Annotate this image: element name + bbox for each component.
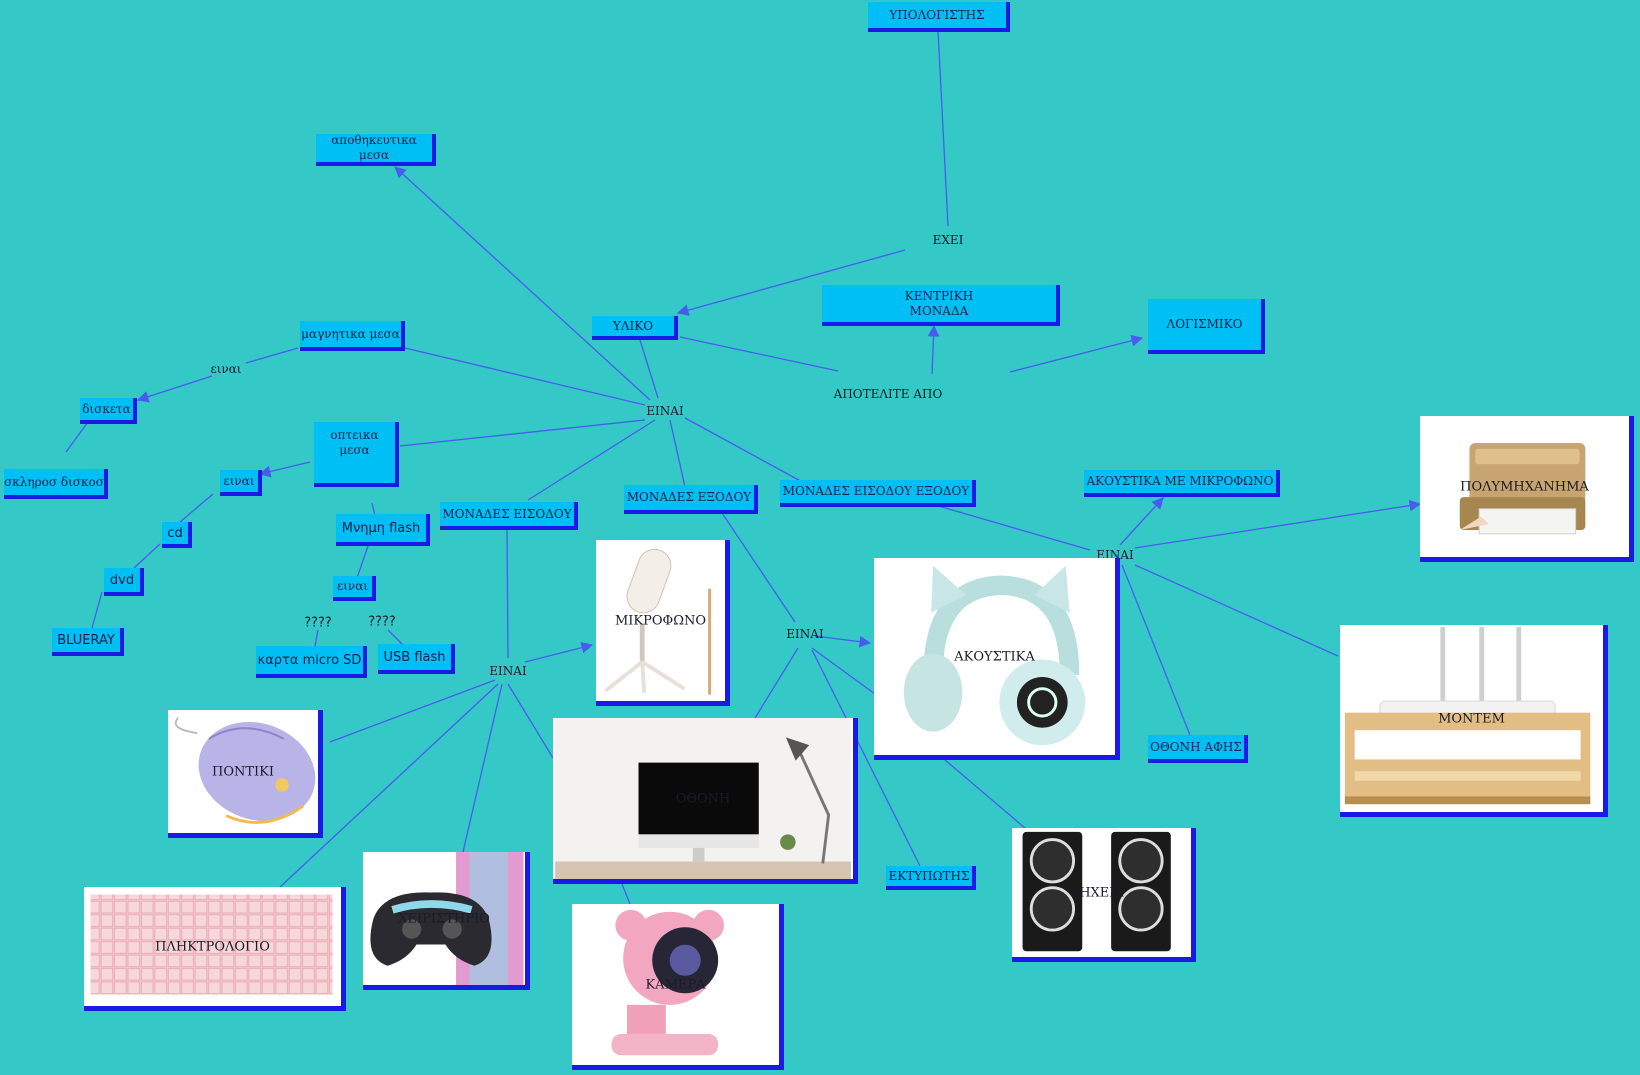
mouse-illustration: [174, 717, 316, 824]
image-caption: ΧΕΙΡΙΣΤΗΡΙΟ: [398, 911, 490, 926]
node-magnitika-mesa[interactable]: μαγνητικα μεσα: [300, 321, 405, 351]
link-einai-center: ΕΙΝΑΙ: [646, 404, 684, 418]
image-akoustika[interactable]: ΑΚΟΥΣΤΙΚΑ: [874, 558, 1120, 760]
node-dvd[interactable]: dvd: [104, 568, 144, 596]
node-optika-mesa[interactable]: οπτεικα μεσα: [314, 422, 399, 487]
node-label: ΜΟΝΑΔΕΣ ΕΙΣΟΔΟΥ ΕΞΟΔΟΥ: [782, 484, 970, 498]
image-caption: ΠΟΛΥΜΗΧΑΝΗΜΑ: [1460, 479, 1589, 494]
node-label: ΕΚΤΥΠΩΤΗΣ: [888, 868, 970, 883]
link-exei: ΕΧΕΙ: [932, 233, 964, 247]
node-label: Μνημη flash: [341, 520, 421, 536]
node-skliros-diskos[interactable]: σκληροσ δισκοσ: [4, 469, 108, 499]
node-label: σκληροσ δισκοσ: [4, 474, 104, 489]
webcam-illustration: [611, 909, 724, 1056]
node-ypologistis[interactable]: ΥΠΟΛΟΓΙΣΤΗΣ: [868, 2, 1010, 32]
headphones-illustration: [903, 565, 1086, 746]
node-label: δισκετα: [82, 401, 131, 416]
node-einai-flash[interactable]: ειναι: [333, 576, 376, 601]
node-label: ΚΕΝΤΡΙΚΗ ΜΟΝΑΔΑ: [904, 288, 974, 318]
node-label: ΜΟΝΑΔΕΣ ΕΙΣΟΔΟΥ: [442, 506, 572, 521]
image-mikrofono[interactable]: ΜΙΚΡΟΦΩΝΟ: [596, 540, 730, 706]
link-apotelite-apo: ΑΠΟΤΕΛΙΤΕ ΑΠΟ: [833, 387, 943, 401]
node-akoustika-me-mikrofono[interactable]: ΑΚΟΥΣΤΙΚΑ ΜΕ ΜΙΚΡΟΦΩΝΟ: [1084, 470, 1280, 497]
image-caption: ΗΧΕΙΑ: [1079, 885, 1124, 900]
image-ixeia[interactable]: ΗΧΕΙΑ: [1012, 828, 1196, 962]
link-einai-input: ΕΙΝΑΙ: [489, 664, 527, 678]
node-label: αποθηκευτικα μεσα: [331, 133, 417, 162]
node-usb-flash[interactable]: USB flash: [378, 644, 455, 674]
monitor-illustration: [555, 718, 851, 879]
image-pliktrologio[interactable]: ΠΛΗΚΤΡΟΛΟΓΙΟ: [84, 887, 346, 1011]
node-monades-exodou[interactable]: ΜΟΝΑΔΕΣ ΕΞΟΔΟΥ: [624, 485, 758, 514]
node-ektypotis[interactable]: ΕΚΤΥΠΩΤΗΣ: [886, 866, 976, 890]
node-othoni-afis[interactable]: ΟΘΟΝΗ ΑΦΗΣ: [1148, 735, 1248, 763]
node-disketa[interactable]: δισκετα: [80, 398, 137, 424]
node-logismiko[interactable]: ΛΟΓΙΣΜΙΚΟ: [1148, 299, 1265, 354]
image-kamera[interactable]: ΚΑΜΕΡΑ: [572, 904, 784, 1070]
node-apothikeftika-mesa[interactable]: αποθηκευτικα μεσα: [316, 133, 436, 166]
link-question-1: ????: [304, 615, 332, 631]
printer-illustration: [1459, 443, 1586, 535]
node-label: ΑΚΟΥΣΤΙΚΑ ΜΕ ΜΙΚΡΟΦΩΝΟ: [1086, 474, 1274, 488]
node-kentriki-monada[interactable]: ΚΕΝΤΡΙΚΗ ΜΟΝΑΔΑ: [822, 285, 1060, 326]
image-caption: ΑΚΟΥΣΤΙΚΑ: [954, 649, 1035, 664]
node-label: ειναι: [336, 579, 369, 593]
gamepad-illustration: [370, 852, 524, 985]
node-mnimi-flash[interactable]: Μνημη flash: [336, 514, 430, 546]
image-caption: ΟΘΟΝΗ: [675, 791, 731, 806]
image-caption: ΠΛΗΚΤΡΟΛΟΓΙΟ: [155, 939, 270, 954]
node-label: ΥΛΙΚΟ: [612, 318, 654, 333]
image-caption: ΜΙΚΡΟΦΩΝΟ: [614, 613, 707, 628]
image-caption: ΜΟΝΤΕΜ: [1438, 711, 1505, 726]
node-label: ΟΘΟΝΗ ΑΦΗΣ: [1150, 739, 1242, 754]
node-label: ΜΟΝΑΔΕΣ ΕΞΟΔΟΥ: [626, 490, 752, 504]
modem-illustration: [1344, 626, 1591, 805]
node-label: καρτα micro SD: [257, 652, 362, 668]
node-label: USB flash: [383, 649, 446, 665]
link-question-2: ????: [368, 614, 396, 630]
image-caption: ΠΟΝΤΙΚΙ: [211, 764, 275, 779]
node-label: ΛΟΓΙΣΜΙΚΟ: [1166, 317, 1243, 331]
node-label: dvd: [109, 572, 135, 588]
node-label: ΥΠΟΛΟΓΙΣΤΗΣ: [889, 7, 985, 22]
image-modem[interactable]: ΜΟΝΤΕΜ: [1340, 625, 1608, 817]
node-monades-eisodou-exodou[interactable]: ΜΟΝΑΔΕΣ ΕΙΣΟΔΟΥ ΕΞΟΔΟΥ: [780, 480, 976, 507]
image-pontiki[interactable]: ΠΟΝΤΙΚΙ: [168, 710, 323, 838]
image-xeiristirio[interactable]: ΧΕΙΡΙΣΤΗΡΙΟ: [363, 852, 530, 990]
node-karta-micro-sd[interactable]: καρτα micro SD: [256, 646, 367, 678]
node-label: BLUERAY: [57, 632, 115, 648]
node-label: cd: [167, 525, 183, 541]
node-label: μαγνητικα μεσα: [301, 326, 400, 341]
node-cd[interactable]: cd: [162, 522, 192, 548]
node-label: οπτεικα μεσα: [330, 428, 379, 457]
image-othoni[interactable]: ΟΘΟΝΗ: [553, 718, 858, 884]
node-monades-eisodou[interactable]: ΜΟΝΑΔΕΣ ΕΙΣΟΔΟΥ: [440, 502, 578, 530]
node-label: ειναι: [223, 473, 255, 488]
microphone-illustration: [604, 548, 712, 695]
node-yliko[interactable]: ΥΛΙΚΟ: [592, 316, 678, 340]
link-einai-magnitika: ειναι: [210, 362, 242, 376]
speakers-illustration: [1022, 831, 1171, 952]
node-einai-optika[interactable]: ειναι: [220, 470, 262, 496]
image-polymixanima[interactable]: ΠΟΛΥΜΗΧΑΝΗΜΑ: [1420, 416, 1634, 562]
link-einai-output: ΕΙΝΑΙ: [786, 627, 824, 641]
keyboard-illustration: [90, 894, 333, 995]
node-blueray[interactable]: BLUERAY: [52, 628, 124, 656]
image-caption: ΚΑΜΕΡΑ: [645, 977, 706, 992]
